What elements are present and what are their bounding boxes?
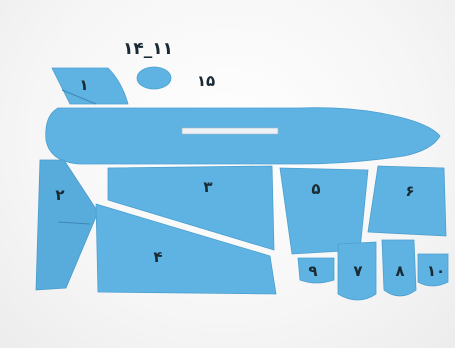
piece-15-number: ۱۵ xyxy=(197,72,215,90)
piece-15-circle: ۱۵ xyxy=(137,67,215,90)
piece-1-number: ۱ xyxy=(79,76,88,94)
piece-10-number: ۱۰ xyxy=(427,262,445,280)
piece-2-number: ۲ xyxy=(55,186,64,204)
piece-1-tail-fin: ۱ xyxy=(52,68,128,104)
wing-slot xyxy=(182,128,278,134)
piece-5-panel: ۵ xyxy=(280,168,368,254)
group-label-11-14: ۱۴_۱۱ xyxy=(123,39,173,59)
piece-4-number: ۴ xyxy=(153,248,162,266)
piece-5-number: ۵ xyxy=(311,180,320,198)
piece-10-tab: ۱۰ xyxy=(418,254,448,286)
piece-8-number: ۸ xyxy=(395,262,404,280)
piece-9-tab: ۹ xyxy=(298,258,334,283)
piece-6-panel: ۶ xyxy=(368,166,446,236)
fuselage-body xyxy=(46,108,440,164)
piece-7-number: ۷ xyxy=(353,262,362,280)
piece-8-tab: ۸ xyxy=(382,240,416,296)
piece-2-side-panel: ۲ xyxy=(36,160,98,290)
piece-3-number: ۳ xyxy=(203,178,212,196)
piece-9-number: ۹ xyxy=(308,262,317,280)
piece-6-number: ۶ xyxy=(405,182,414,200)
piece-7-tab: ۷ xyxy=(338,242,376,300)
